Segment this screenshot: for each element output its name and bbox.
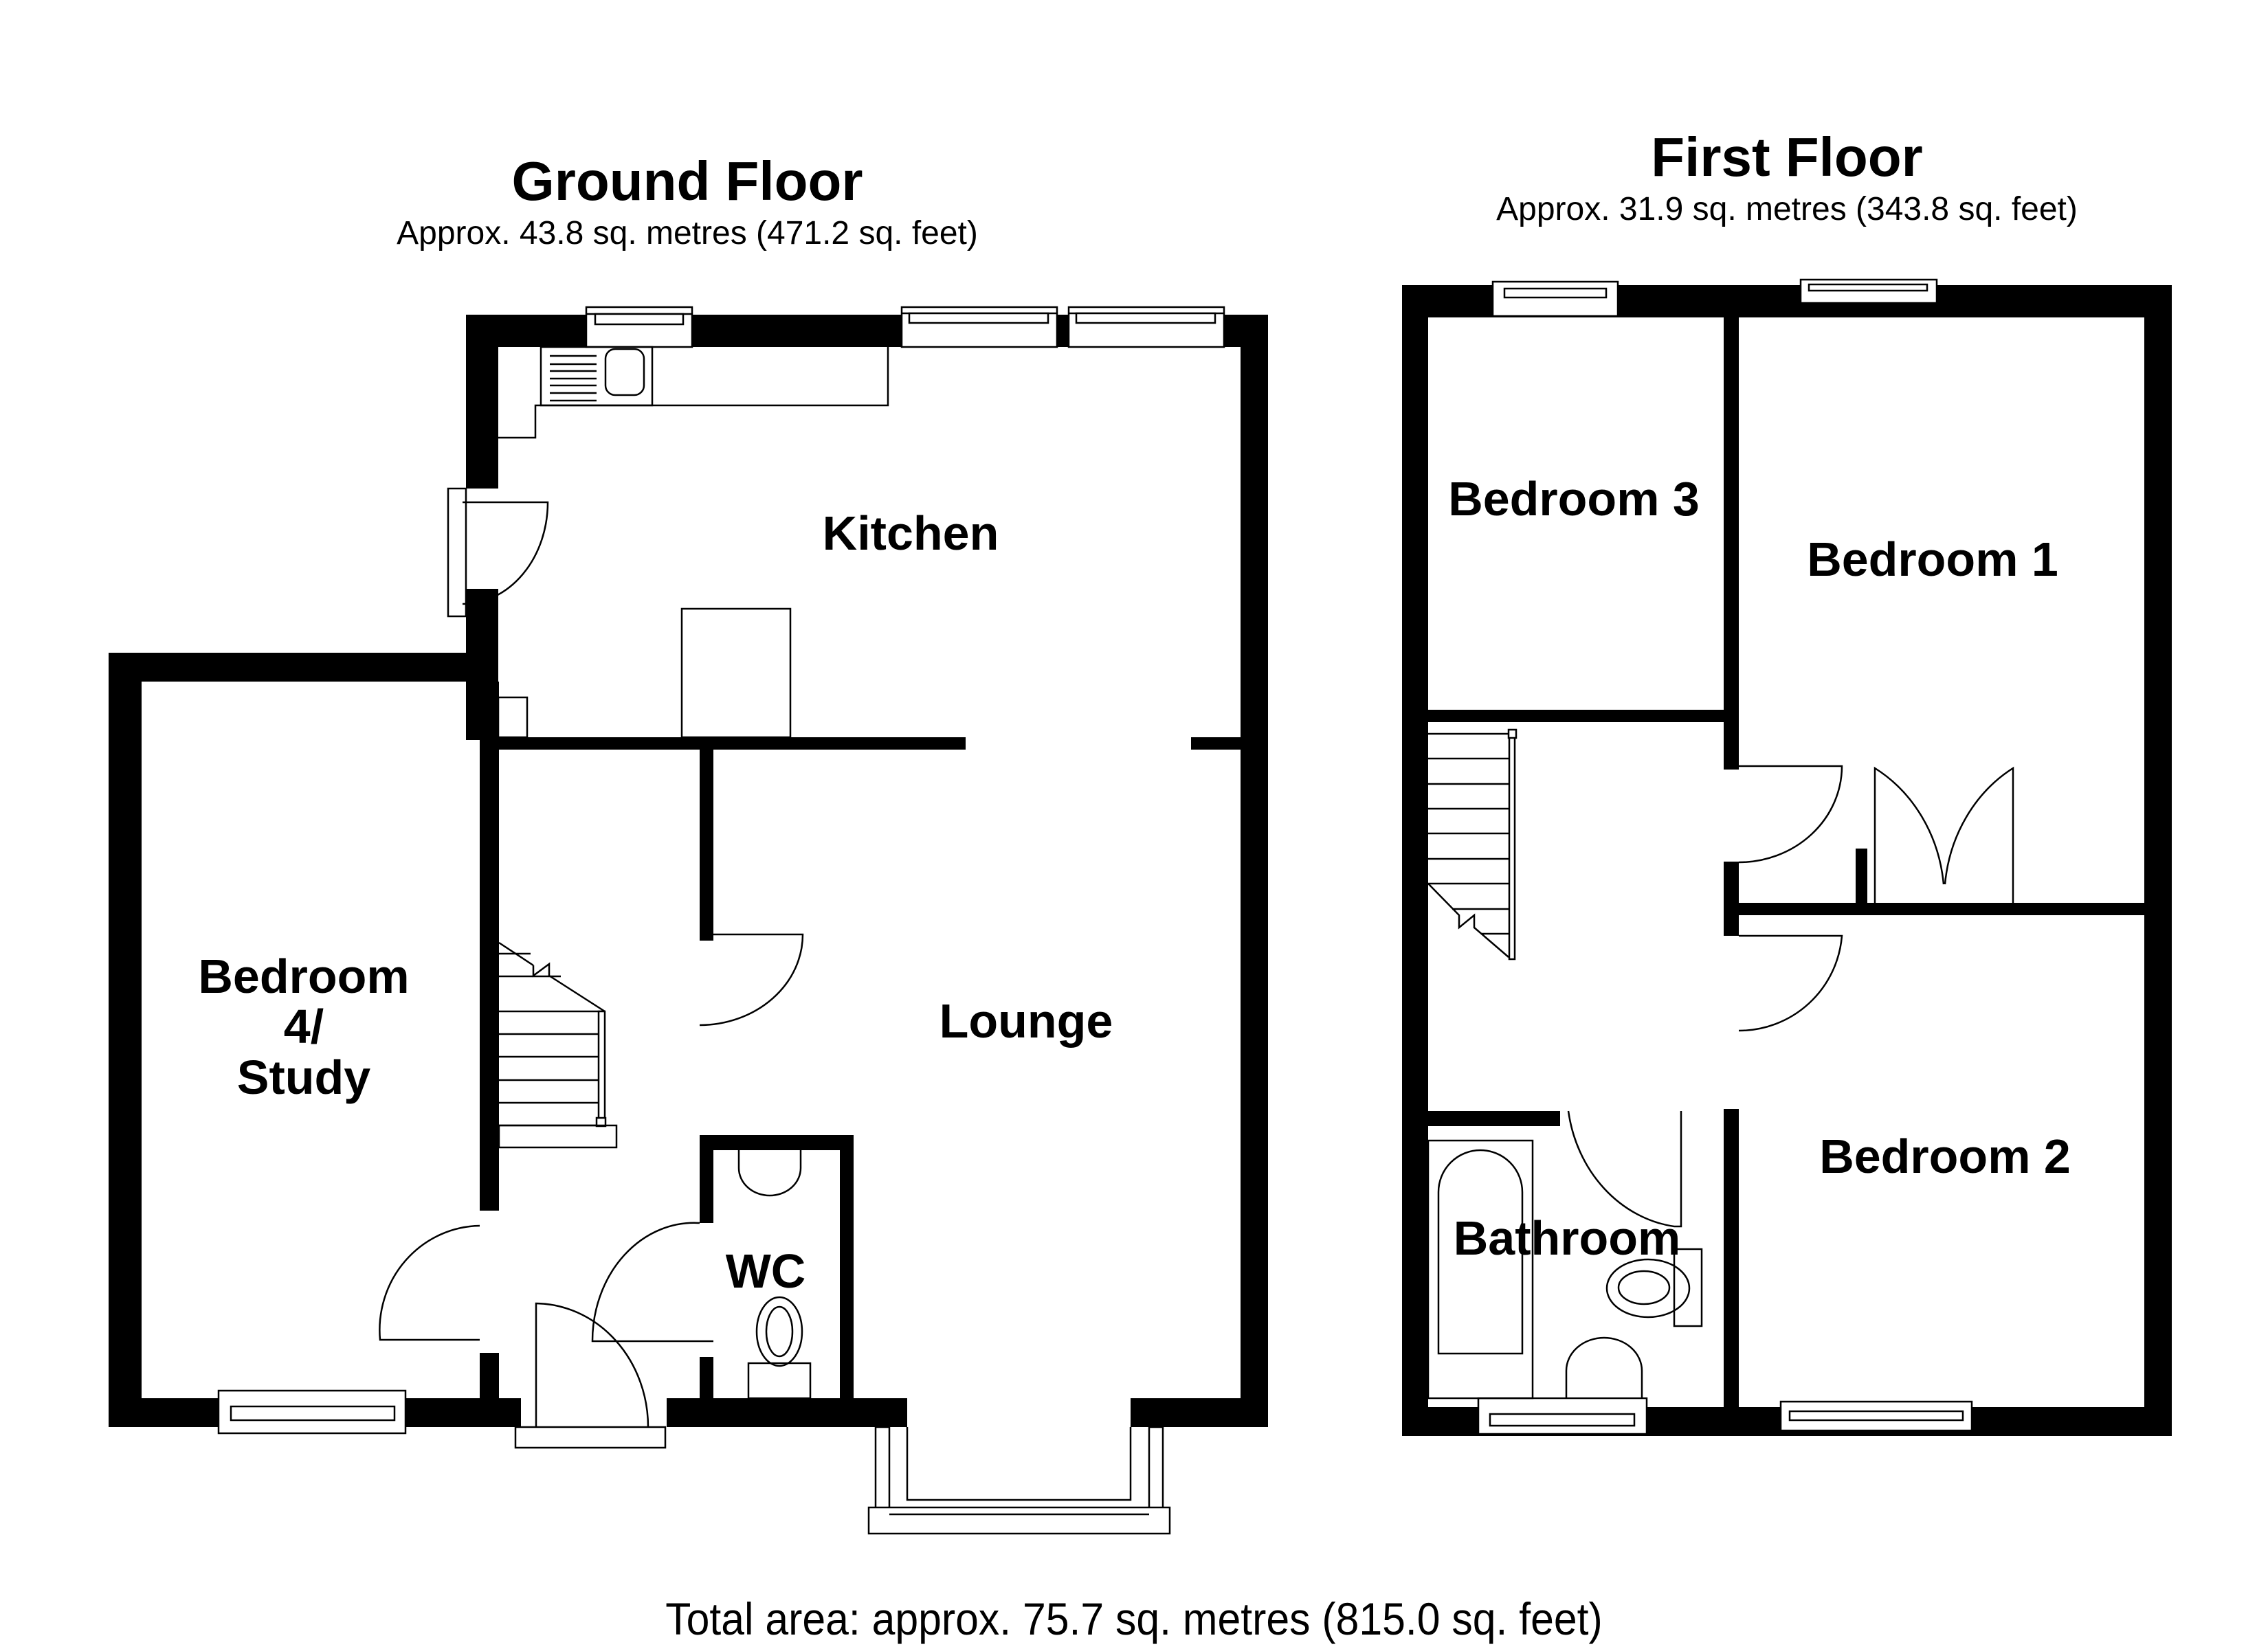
wc-cistern <box>747 1362 812 1400</box>
kitchen-small-unit <box>497 696 529 739</box>
bedroom2-door-swing <box>1738 934 1843 1032</box>
sink-unit <box>540 346 654 407</box>
bedroom4-window <box>217 1389 407 1435</box>
bedroom1-window <box>1799 278 1938 304</box>
wc-door-swing <box>591 1222 713 1343</box>
bathroom-window <box>1477 1397 1648 1435</box>
wc-left-wall-lower <box>700 1357 713 1400</box>
room-label-bathroom: Bathroom <box>1454 1211 1681 1265</box>
kitchen-window-3 <box>1067 306 1225 348</box>
wc-basin-icon <box>737 1150 802 1197</box>
room-label-wc: WC <box>726 1244 806 1298</box>
first-floor-plan: Bedroom 3 Bedroom 1 Bedroom 2 Bathroom <box>1402 278 2172 1436</box>
kitchen-left-wall-upper <box>466 315 498 489</box>
bedroom1-door-swing <box>1738 765 1843 864</box>
ff-left-wall <box>1402 285 1428 1436</box>
bedroom2-left-wall-upper <box>1724 915 1739 936</box>
bedroom1-left-wall-lower <box>1724 862 1739 903</box>
total-area: Total area: approx. 75.7 sq. metres (815… <box>665 1593 1603 1644</box>
wardrobe-door-right <box>1944 766 2014 904</box>
bedroom4-partition-upper <box>480 682 499 1211</box>
bedroom4-left-wall <box>109 653 142 1426</box>
wc-right-wall <box>840 1135 854 1400</box>
bath-outline <box>1427 1139 1534 1400</box>
front-door-step <box>514 1426 667 1449</box>
bedroom4-door-swing <box>379 1224 480 1341</box>
bedroom3-bottom-wall <box>1428 710 1724 722</box>
lounge-bay-window <box>867 1426 1171 1535</box>
bathroom-top-wall <box>1428 1111 1560 1126</box>
room-label-bedroom2: Bedroom 2 <box>1819 1130 2071 1183</box>
room-label-bedroom3: Bedroom 3 <box>1448 472 1700 526</box>
kitchen-side-door-frame <box>447 487 467 618</box>
room-label-bedroom1: Bedroom 1 <box>1807 532 2058 586</box>
sink-drainer-icon <box>550 355 597 402</box>
kitchen-hall-divider <box>498 737 966 750</box>
bedroom1-bottom-wall <box>1724 903 2144 915</box>
ground-floor-title: Ground Floor <box>511 150 863 212</box>
bathroom-toilet-icon <box>1605 1258 1691 1319</box>
bedroom3-bedroom1-partition <box>1724 317 1739 770</box>
bottom-wall-3 <box>667 1398 907 1427</box>
first-staircase <box>1427 728 1517 961</box>
bathroom-cistern <box>1673 1248 1703 1327</box>
room-label-bedroom4-line3: Study <box>237 1051 371 1104</box>
kitchen-worktop <box>498 347 889 439</box>
wc-top-wall <box>700 1135 854 1150</box>
wardrobe-door-left <box>1874 766 1945 904</box>
first-floor-area: Approx. 31.9 sq. metres (343.8 sq. feet) <box>1496 191 2078 227</box>
right-outer-wall <box>1241 315 1268 1426</box>
lounge-door-swing <box>699 933 804 1027</box>
bottom-wall-2 <box>404 1398 521 1427</box>
ground-floor-area: Approx. 43.8 sq. metres (471.2 sq. feet) <box>397 215 978 251</box>
kitchen-appliance <box>680 607 792 739</box>
sink-bowl-icon <box>604 348 645 396</box>
hall-lounge-partition <box>700 750 713 941</box>
bathroom-basin-icon <box>1565 1336 1643 1398</box>
bedroom2-window <box>1779 1400 1973 1432</box>
room-label-lounge: Lounge <box>940 994 1113 1048</box>
bedroom4-top-wall <box>109 653 498 682</box>
first-floor-title: First Floor <box>1651 126 1923 188</box>
bottom-wall-4 <box>1131 1398 1268 1427</box>
kitchen-side-door-swing <box>462 501 549 605</box>
kitchen-window-1 <box>585 306 693 348</box>
bedroom3-window <box>1491 280 1619 317</box>
wardrobe-wall <box>1856 849 1867 904</box>
kitchen-lounge-divider-stub <box>1191 737 1241 750</box>
front-door-swing <box>535 1302 649 1428</box>
wc-left-wall-upper <box>700 1135 713 1223</box>
room-label-kitchen: Kitchen <box>823 506 999 560</box>
ground-floor-plan: Kitchen Lounge Bedroom 4/ Study WC <box>109 306 1268 1535</box>
room-label-bedroom4-line1: Bedroom <box>198 950 409 1003</box>
bottom-wall-1 <box>109 1398 219 1427</box>
ground-staircase <box>498 941 618 1149</box>
bedroom4-partition-lower <box>480 1353 499 1401</box>
bathroom-door-swing <box>1567 1110 1682 1228</box>
kitchen-window-2 <box>900 306 1058 348</box>
ff-right-wall <box>2144 285 2172 1436</box>
bedroom2-left-wall-lower <box>1724 1109 1739 1411</box>
wc-toilet-icon <box>755 1296 803 1367</box>
bath-tub-icon <box>1437 1149 1524 1355</box>
room-label-bedroom4-line2: 4/ <box>284 1000 324 1053</box>
